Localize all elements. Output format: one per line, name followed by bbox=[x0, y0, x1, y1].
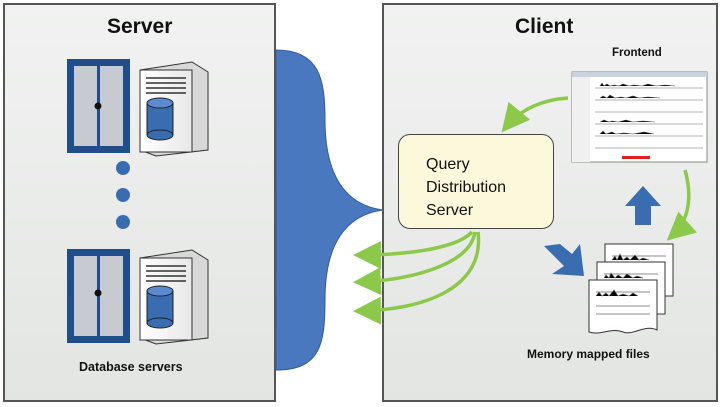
qds-label-line: Distribution bbox=[426, 179, 507, 196]
database-icon bbox=[146, 285, 174, 329]
download-arrow-icon bbox=[544, 244, 584, 276]
arrow-qds-to-server bbox=[353, 231, 481, 325]
frontend-label: Frontend bbox=[612, 47, 662, 59]
qds-label-line: Server bbox=[426, 202, 474, 219]
arrow-qds-to-server bbox=[353, 230, 474, 269]
client-title: Client bbox=[515, 15, 574, 38]
memory-mapped-files-caption: Memory mapped files bbox=[527, 347, 650, 361]
server-title: Server bbox=[107, 15, 173, 38]
frontend-screenshot bbox=[571, 71, 708, 163]
rack-icon bbox=[67, 249, 130, 343]
qds-label-line: Query bbox=[426, 156, 470, 173]
memory-files-icon bbox=[588, 243, 674, 334]
arrow-frontend-to-qds bbox=[501, 96, 569, 133]
network-connector bbox=[275, 49, 384, 371]
rack-icon bbox=[67, 59, 130, 153]
database-icon bbox=[146, 97, 174, 141]
upload-arrow-icon bbox=[625, 186, 661, 225]
query-distribution-server-box: Query Distribution Server bbox=[398, 134, 554, 229]
arrow-qds-to-server bbox=[353, 231, 477, 296]
database-servers-caption: Database servers bbox=[79, 360, 183, 374]
arrow-frontend-to-files bbox=[666, 169, 697, 241]
ellipsis-dots bbox=[116, 161, 130, 229]
